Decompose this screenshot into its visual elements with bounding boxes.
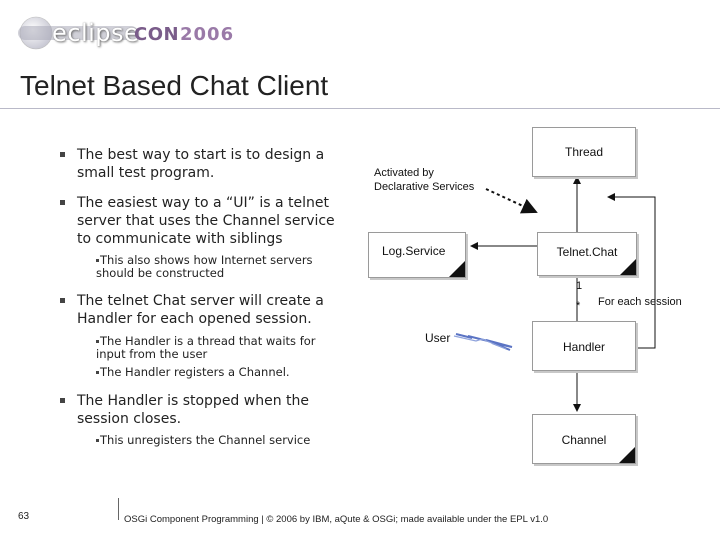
handler-to-thread-arrow <box>607 193 656 349</box>
footer-divider <box>118 498 119 520</box>
channel-label: Channel <box>561 433 607 447</box>
logo-year-text: 2006 <box>180 24 235 45</box>
bullet-line: The Handler registers a Channel. <box>100 365 290 379</box>
sub-bullet-marker <box>96 371 99 374</box>
bullet-line: session closes. <box>77 411 182 427</box>
eclipsecon-logo: eclipse CON 2006 <box>14 10 233 54</box>
telnetchat-box: Telnet.Chat <box>537 232 637 276</box>
logservice-box: Log.Service <box>368 232 466 278</box>
title-divider <box>0 108 720 109</box>
bullet-line: The best way to start is to design a <box>77 147 325 163</box>
user-connection-bolt <box>455 333 513 351</box>
bullet-marker <box>60 398 65 403</box>
activation-note-line: Declarative Services <box>374 181 475 193</box>
activation-note-line: Activated by <box>374 167 434 179</box>
box-corner-marker <box>619 447 635 463</box>
bullet-line: The Handler is stopped when the <box>77 393 310 409</box>
logo-eclipse-text: eclipse <box>52 19 140 47</box>
multiplicity-many: * <box>576 300 581 312</box>
sub-bullet-marker <box>96 340 99 343</box>
sub-bullet-item: This unregisters the Channel service <box>100 434 310 447</box>
bullet-marker <box>60 298 65 303</box>
multiplicity-one: 1 <box>576 280 583 292</box>
bullet-marker <box>60 200 65 205</box>
slide-title: Telnet Based Chat Client <box>20 70 329 101</box>
user-connection-bolt-highlight <box>453 335 507 350</box>
box-corner-marker <box>449 261 465 277</box>
bullet-item: The Handler is stopped when the session … <box>77 392 309 428</box>
bullet-line: server that uses the Channel service <box>77 213 335 229</box>
activation-note-arrow <box>485 188 538 214</box>
handler-box: Handler <box>532 321 636 371</box>
sub-bullet-item: The Handler is a thread that waits for i… <box>96 334 316 361</box>
bullet-line: This unregisters the Channel service <box>100 433 311 447</box>
sub-bullet-marker <box>96 259 99 262</box>
bullet-item: The best way to start is to design a sma… <box>77 146 324 182</box>
bullet-line: small test program. <box>77 165 215 181</box>
bullet-item: The easiest way to a “UI” is a telnet se… <box>77 194 335 248</box>
thread-label: Thread <box>564 145 604 159</box>
logservice-label: Log.Service <box>382 244 446 258</box>
activation-note: Activated by Declarative Services <box>374 166 474 194</box>
handler-label: Handler <box>562 340 606 354</box>
bullet-line: The easiest way to a “UI” is a telnet <box>77 195 329 211</box>
bullet-line: The telnet Chat server will create a <box>77 293 324 309</box>
bullet-line: Handler for each opened session. <box>77 311 312 327</box>
bullet-line: This also shows how Internet servers <box>100 253 313 267</box>
telnetchat-label: Telnet.Chat <box>556 245 618 259</box>
bullet-marker <box>60 152 65 157</box>
sub-bullet-item: This also shows how Internet servers sho… <box>96 253 313 280</box>
sub-bullet-marker <box>96 439 99 442</box>
box-corner-marker <box>620 259 636 275</box>
bullet-line: input from the user <box>96 347 208 361</box>
for-each-session-label: For each session <box>598 296 682 308</box>
bullet-line: to communicate with siblings <box>77 231 283 247</box>
page-number: 63 <box>18 511 30 522</box>
thread-box: Thread <box>532 127 636 177</box>
eclipse-globe-icon <box>18 16 138 50</box>
sub-bullet-item: The Handler registers a Channel. <box>100 366 290 379</box>
channel-box: Channel <box>532 414 636 464</box>
logo-con-text: CON <box>134 24 180 45</box>
bullet-line: The Handler is a thread that waits for <box>100 334 316 348</box>
user-label: User <box>425 331 451 345</box>
bullet-line: should be constructed <box>96 266 225 280</box>
bullet-item: The telnet Chat server will create a Han… <box>77 292 324 328</box>
footer-text: OSGi Component Programming | © 2006 by I… <box>124 514 549 525</box>
